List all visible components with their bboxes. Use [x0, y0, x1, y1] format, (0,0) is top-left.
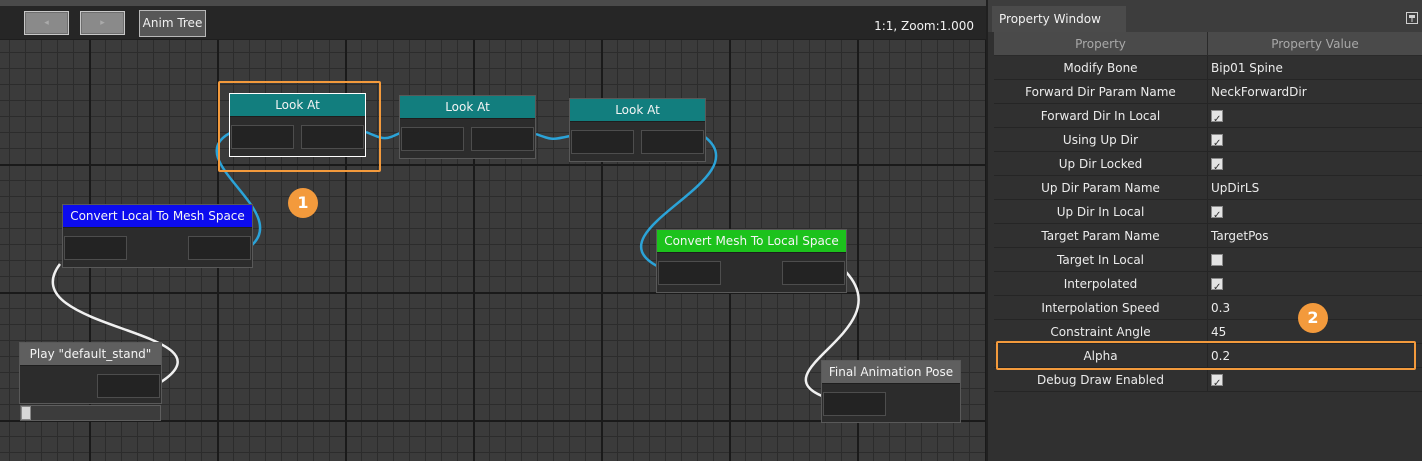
node-title: Convert Mesh To Local Space: [657, 230, 846, 253]
input-pin[interactable]: [401, 127, 464, 151]
output-pin[interactable]: [641, 130, 704, 154]
wire-lookat1-to-lookat2: [365, 130, 401, 140]
node-title: Look At: [230, 94, 365, 117]
property-name: Forward Dir In Local: [994, 104, 1208, 127]
output-pin[interactable]: [188, 236, 251, 260]
tab-anim-tree[interactable]: Anim Tree: [139, 10, 206, 37]
property-name: Up Dir Param Name: [994, 176, 1208, 199]
property-value[interactable]: TargetPos: [1211, 229, 1269, 243]
checkbox[interactable]: [1211, 372, 1223, 391]
property-name: Up Dir Locked: [994, 152, 1208, 175]
property-value[interactable]: UpDirLS: [1211, 181, 1260, 195]
property-name: Target Param Name: [994, 224, 1208, 247]
top-strip: [0, 0, 986, 6]
property-table-header: Property Property Value: [994, 32, 1422, 56]
column-header-property[interactable]: Property: [994, 32, 1208, 55]
input-pin[interactable]: [231, 125, 294, 149]
property-name: Modify Bone: [994, 56, 1208, 79]
input-pin[interactable]: [658, 261, 721, 285]
property-row[interactable]: Debug Draw Enabled: [994, 368, 1422, 392]
node-look-at-2[interactable]: Look At: [399, 95, 536, 159]
wire-play-to-convert: [51, 263, 179, 384]
property-row[interactable]: Target In Local: [994, 248, 1422, 272]
property-value[interactable]: 0.2: [1211, 349, 1231, 363]
anim-tree-editor: ◂ ▸ Anim Tree 1:1, Zoom:1.000: [0, 0, 986, 461]
property-window-header: Property Window: [988, 0, 1422, 32]
property-name: Target In Local: [994, 248, 1208, 271]
property-name: Interpolated: [994, 272, 1208, 295]
node-title: Convert Local To Mesh Space: [63, 205, 252, 228]
wire-convert-to-final: [804, 271, 860, 398]
highlight-box-1: [218, 81, 381, 172]
tab-property-window[interactable]: Property Window: [992, 6, 1126, 32]
property-row[interactable]: Up Dir Locked: [994, 152, 1422, 176]
property-value[interactable]: Bip01 Spine: [1211, 61, 1283, 75]
input-pin[interactable]: [64, 236, 127, 260]
checkbox[interactable]: [1211, 156, 1223, 175]
property-name: Alpha: [994, 344, 1208, 367]
playback-progress-bar[interactable]: [20, 405, 161, 421]
highlight-box-2: [996, 341, 1416, 370]
property-row[interactable]: Up Dir In Local: [994, 200, 1422, 224]
property-name: Debug Draw Enabled: [994, 368, 1208, 391]
property-name: Interpolation Speed: [994, 296, 1208, 319]
pin-icon[interactable]: [1406, 12, 1418, 24]
checkbox[interactable]: [1211, 132, 1223, 151]
node-title: Play "default_stand": [20, 343, 161, 366]
wire-lookat2-to-lookat3: [535, 132, 571, 140]
node-convert-local-to-mesh-space[interactable]: Convert Local To Mesh Space: [62, 204, 253, 268]
input-pin[interactable]: [823, 392, 886, 416]
output-pin[interactable]: [782, 261, 845, 285]
node-look-at-3[interactable]: Look At: [569, 98, 706, 162]
zoom-readout: 1:1, Zoom:1.000: [874, 19, 974, 33]
checkbox[interactable]: [1211, 108, 1223, 127]
property-name: Forward Dir Param Name: [994, 80, 1208, 103]
node-title: Look At: [400, 96, 535, 119]
checkbox[interactable]: [1211, 204, 1223, 223]
callout-badge-1: 1: [288, 188, 318, 218]
graph-canvas[interactable]: Look At 1 Look At Look At Convert Local …: [0, 40, 986, 461]
input-pin[interactable]: [571, 130, 634, 154]
callout-badge-2: 2: [1298, 303, 1328, 333]
property-name: Constraint Angle: [994, 320, 1208, 343]
node-play-default-stand[interactable]: Play "default_stand": [19, 342, 162, 404]
property-row[interactable]: Using Up Dir: [994, 128, 1422, 152]
property-value[interactable]: 45: [1211, 325, 1227, 339]
property-window: Property Window Property Property Value …: [986, 0, 1422, 461]
property-row[interactable]: Forward Dir In Local: [994, 104, 1422, 128]
column-header-property-value[interactable]: Property Value: [1271, 37, 1359, 51]
node-title: Final Animation Pose: [822, 361, 960, 384]
property-row[interactable]: Interpolated: [994, 272, 1422, 296]
node-look-at-1[interactable]: Look At: [229, 93, 366, 157]
property-value[interactable]: NeckForwardDir: [1211, 85, 1307, 99]
progress-handle[interactable]: [21, 406, 31, 420]
output-pin[interactable]: [97, 374, 160, 398]
checkbox[interactable]: [1211, 254, 1223, 266]
output-pin[interactable]: [301, 125, 364, 149]
property-name: Using Up Dir: [994, 128, 1208, 151]
node-title: Look At: [570, 99, 705, 122]
node-final-animation-pose[interactable]: Final Animation Pose: [821, 360, 961, 423]
property-name: Up Dir In Local: [994, 200, 1208, 223]
toolbar-button-forward[interactable]: ▸: [80, 11, 125, 35]
checkbox[interactable]: [1211, 276, 1223, 295]
toolbar-button-back[interactable]: ◂: [24, 11, 69, 35]
node-convert-mesh-to-local-space[interactable]: Convert Mesh To Local Space: [656, 229, 847, 293]
wire-lookat3-to-convert: [639, 136, 718, 268]
property-value[interactable]: 0.3: [1211, 301, 1231, 315]
editor-toolbar: ◂ ▸ Anim Tree 1:1, Zoom:1.000: [0, 6, 986, 40]
output-pin[interactable]: [471, 127, 534, 151]
